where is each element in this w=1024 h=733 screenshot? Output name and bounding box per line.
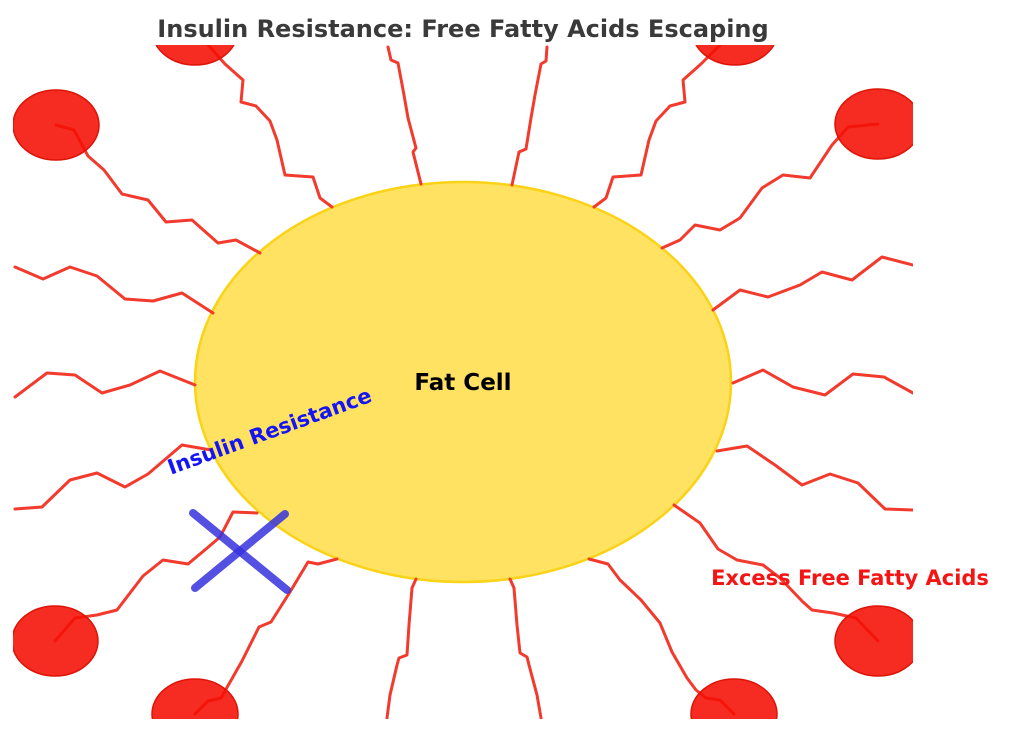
excess-ffa-label: Excess Free Fatty Acids [711,566,989,590]
fatty-acid-chain [13,443,213,511]
fatty-acid-head [690,678,778,719]
figure-title: Insulin Resistance: Free Fatty Acids Esc… [157,15,768,43]
fatty-acid-chain [13,369,197,399]
fatty-acid-head [834,88,913,160]
fatty-acid-chain [592,45,723,209]
fatty-acid-chain [731,368,913,397]
fatty-acid-chain [715,444,913,512]
fat-cell-ellipse [193,180,733,584]
fatty-acid-chain [672,503,880,643]
fatty-acid-head [155,45,235,66]
fatty-acid-chain [510,45,549,187]
axes-area [13,45,913,719]
fatty-acid-chain [385,577,418,719]
fatty-acid-head [695,45,775,66]
fatty-acid-head [834,605,913,677]
fatty-acid-head [13,605,99,677]
fatty-acid-chain [13,265,215,315]
fatty-acid-chain [53,510,259,643]
fat-cell-label: Fat Cell [414,370,511,396]
fatty-acid-head [151,678,239,719]
fatty-acid-chain [660,122,880,250]
fatty-acid-head [13,89,100,161]
insulin-blocked-x-mark [191,510,289,592]
fatty-acid-chain [508,577,543,719]
fatty-acid-chain [386,45,423,186]
fatty-acid-chain [206,45,334,209]
fatty-acid-chain [711,255,913,312]
